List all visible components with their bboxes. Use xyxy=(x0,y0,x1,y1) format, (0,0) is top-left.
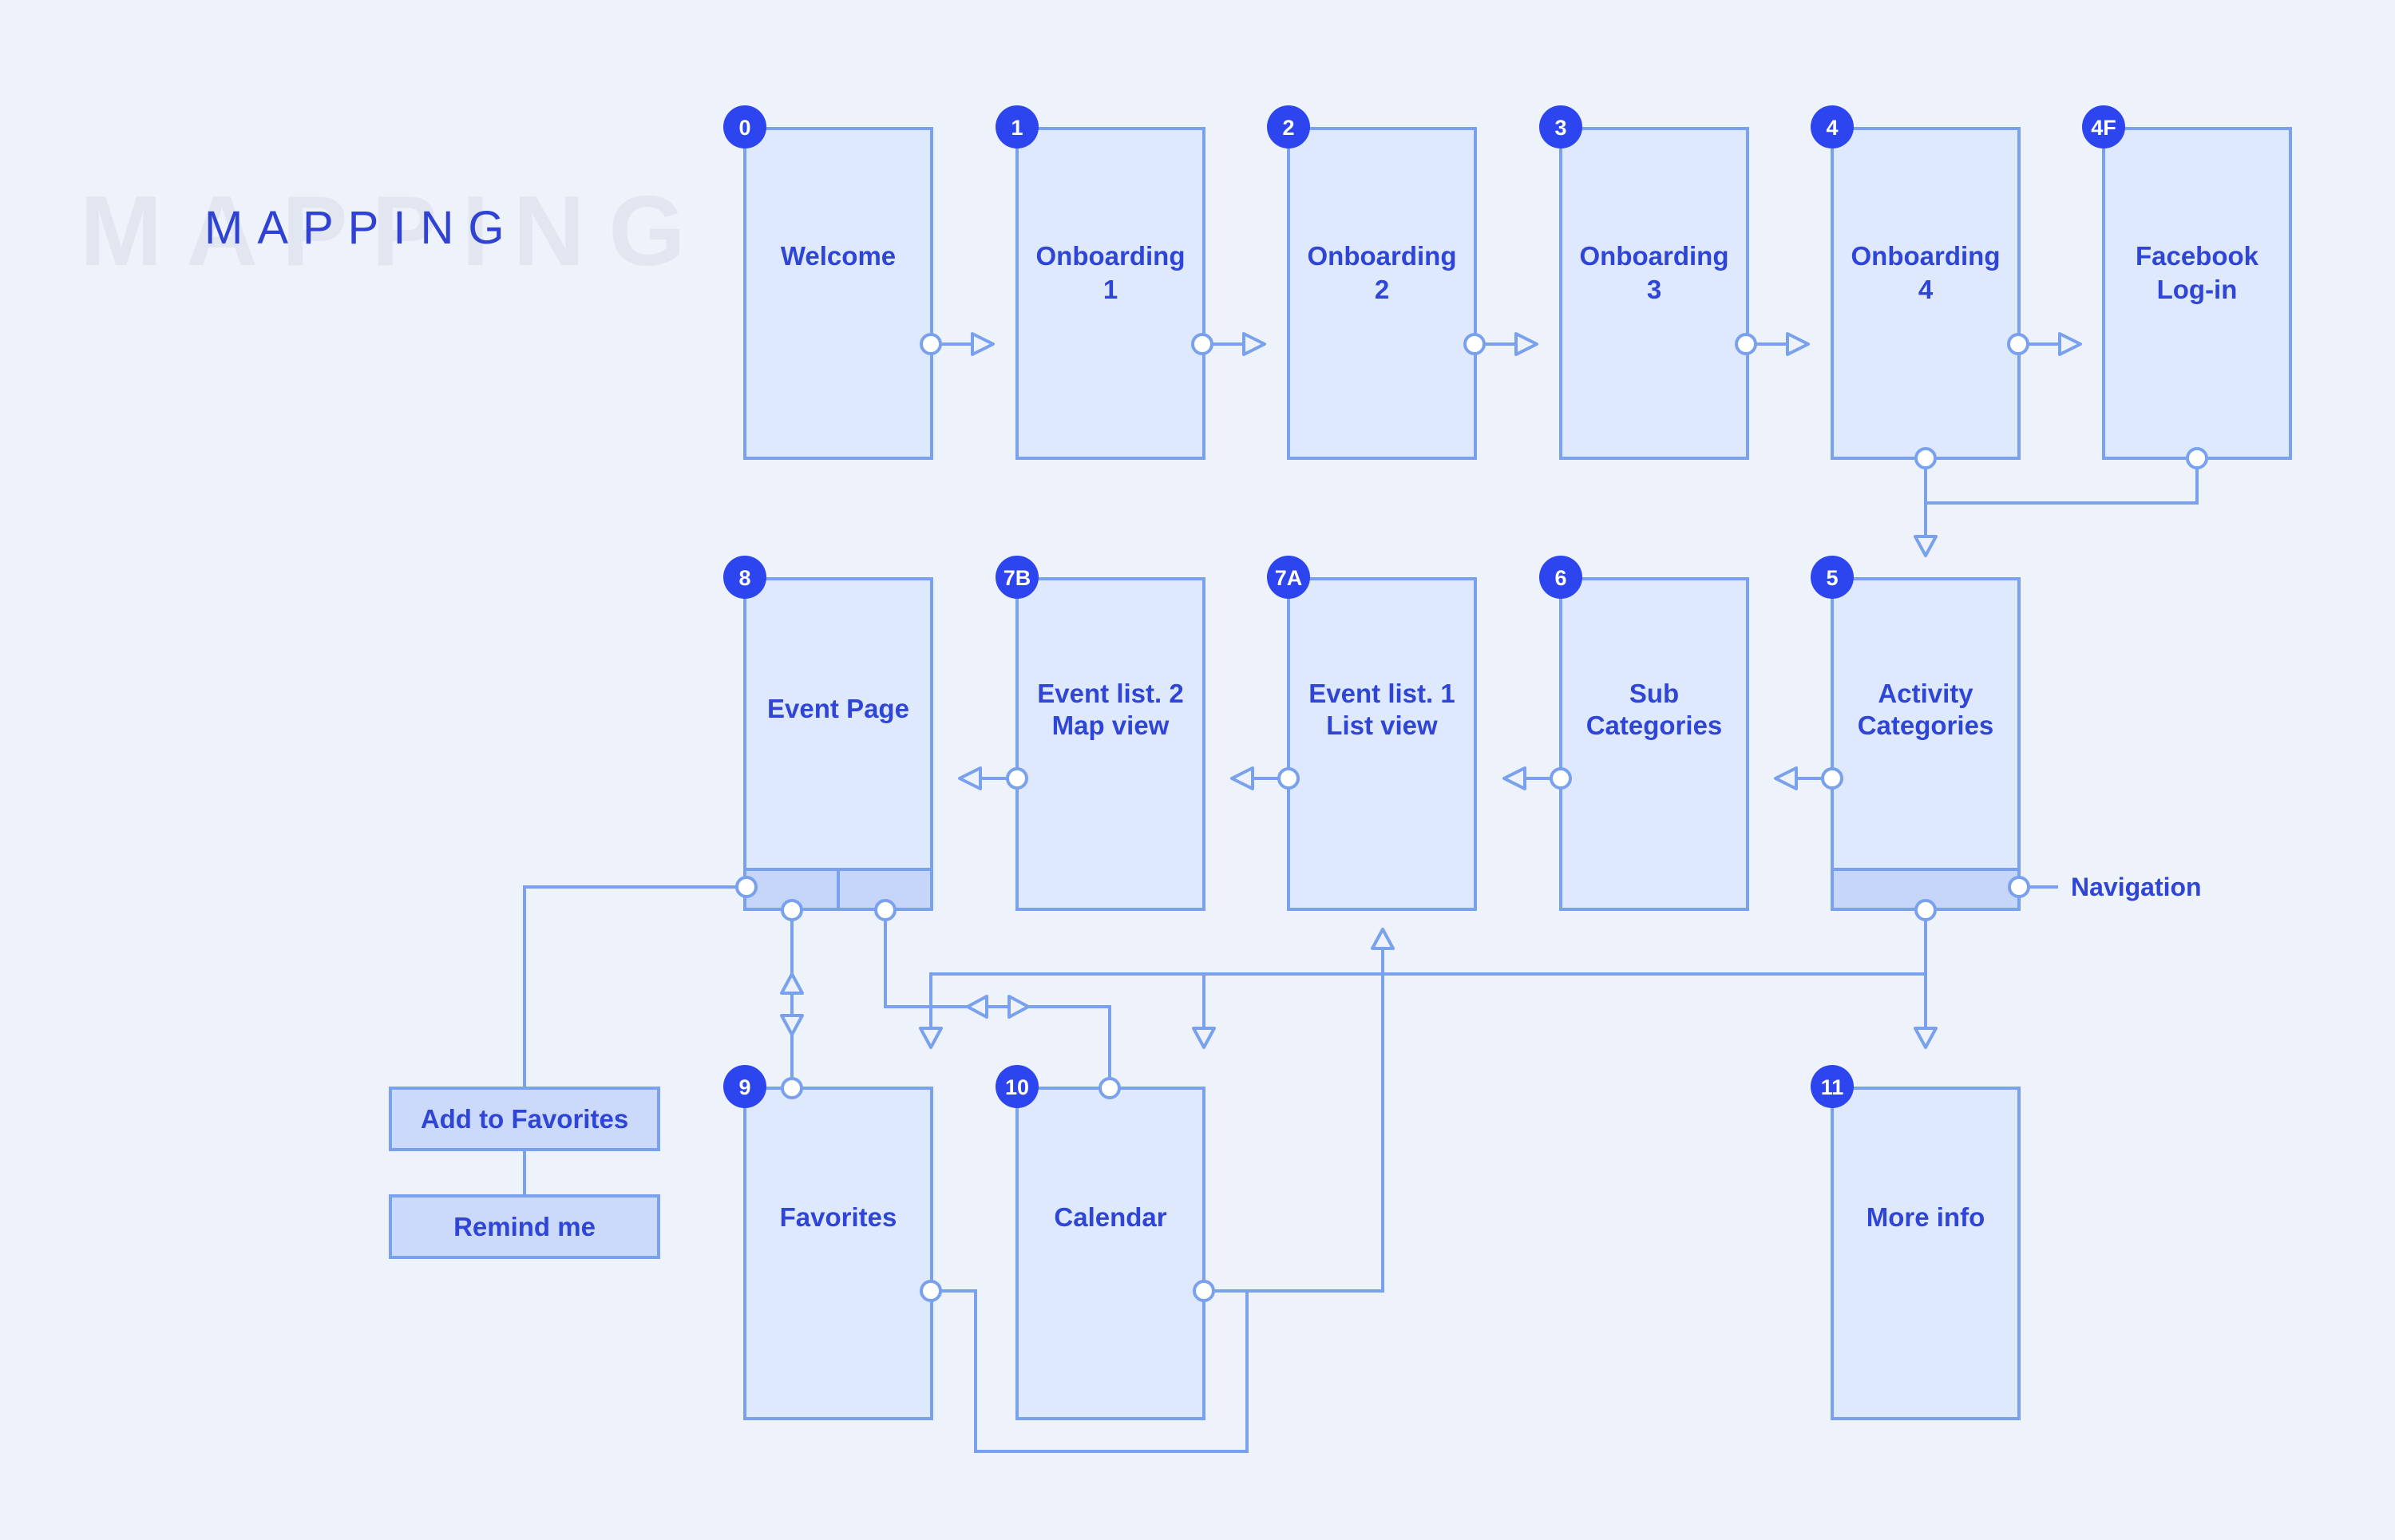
card-more-info[interactable] xyxy=(1831,1087,2021,1420)
label-onboarding-4-line2: 4 xyxy=(1918,275,1934,304)
badge-onboarding-3: 3 xyxy=(1554,116,1566,140)
remind-me-button[interactable] xyxy=(389,1194,660,1259)
label-onboarding-1-line1: Onboarding xyxy=(1036,241,1186,271)
label-activity-categories-line1: Activity xyxy=(1878,679,1973,708)
label-sub-categories-line2: Categories xyxy=(1586,711,1723,740)
label-event-page: Event Page xyxy=(767,694,909,723)
label-onboarding-3-line2: 3 xyxy=(1647,275,1661,304)
label-facebook-login-line2: Log-in xyxy=(2157,275,2238,304)
label-onboarding-1-line2: 1 xyxy=(1103,275,1118,304)
badge-more-info: 11 xyxy=(1821,1075,1844,1099)
title-watermark: MAPPING xyxy=(80,176,710,287)
label-onboarding-2-line2: 2 xyxy=(1375,275,1389,304)
label-onboarding-2-line1: Onboarding xyxy=(1308,241,1457,271)
badge-event-list-list: 7A xyxy=(1275,566,1303,590)
remind-me-label: Remind me xyxy=(453,1212,596,1241)
card-sub-categories[interactable] xyxy=(1559,577,1749,911)
page-title: MAPPING MAPPING xyxy=(80,176,686,287)
card-labels: Welcome Onboarding 1 Onboarding 2 Onboar… xyxy=(767,241,2259,1232)
add-to-favorites-label: Add to Favorites xyxy=(421,1104,628,1134)
label-onboarding-3-line1: Onboarding xyxy=(1580,241,1729,271)
card-event-list-list[interactable] xyxy=(1287,577,1477,911)
badge-calendar: 10 xyxy=(1005,1075,1029,1099)
label-sub-categories-line1: Sub xyxy=(1629,679,1679,708)
card-calendar[interactable] xyxy=(1015,1087,1205,1420)
card-favorites[interactable] xyxy=(743,1087,933,1420)
badge-welcome: 0 xyxy=(738,116,750,140)
label-event-list-map-line1: Event list. 2 xyxy=(1037,679,1183,708)
badge-onboarding-4: 4 xyxy=(1826,116,1838,140)
badge-favorites: 9 xyxy=(738,1075,750,1099)
label-event-list-list-line1: Event list. 1 xyxy=(1308,679,1455,708)
label-event-list-map-line2: Map view xyxy=(1052,711,1170,740)
badge-onboarding-2: 2 xyxy=(1282,116,1294,140)
label-facebook-login-line1: Facebook xyxy=(2136,241,2259,271)
label-event-list-list-line2: List view xyxy=(1326,711,1438,740)
connector-dots xyxy=(735,333,2208,1302)
card-event-list-map[interactable] xyxy=(1015,577,1205,911)
screen-cards xyxy=(743,127,2292,1420)
actions: Add to Favorites Remind me xyxy=(389,1087,660,1259)
label-favorites: Favorites xyxy=(780,1202,897,1232)
card-onboarding-4[interactable] xyxy=(1831,127,2021,460)
badge-facebook-login: 4F xyxy=(2091,116,2116,140)
connectors xyxy=(523,342,2199,1453)
card-event-page[interactable] xyxy=(743,577,933,911)
add-to-favorites-button[interactable] xyxy=(389,1087,660,1151)
badges: 0 1 2 3 4 4F 8 7B 7A 6 5 9 10 11 xyxy=(723,105,2125,1108)
title-text: MAPPING xyxy=(204,202,519,254)
label-onboarding-4-line1: Onboarding xyxy=(1851,241,2001,271)
card-welcome[interactable] xyxy=(743,127,933,460)
card-onboarding-3[interactable] xyxy=(1559,127,1749,460)
badge-event-page: 8 xyxy=(738,566,750,590)
label-welcome: Welcome xyxy=(781,241,896,271)
arrowheads xyxy=(780,332,2082,1049)
badge-event-list-map: 7B xyxy=(1004,566,1031,590)
badge-activity-categories: 5 xyxy=(1826,566,1838,590)
card-activity-categories[interactable] xyxy=(1831,577,2021,911)
card-facebook-login[interactable] xyxy=(2102,127,2292,460)
label-activity-categories-line2: Categories xyxy=(1858,711,1994,740)
navigation-label: Navigation xyxy=(2071,873,2202,901)
label-more-info: More info xyxy=(1867,1202,1985,1232)
card-onboarding-1[interactable] xyxy=(1015,127,1205,460)
label-calendar: Calendar xyxy=(1054,1202,1166,1232)
badge-sub-categories: 6 xyxy=(1554,566,1566,590)
badge-onboarding-1: 1 xyxy=(1011,116,1023,140)
card-onboarding-2[interactable] xyxy=(1287,127,1477,460)
